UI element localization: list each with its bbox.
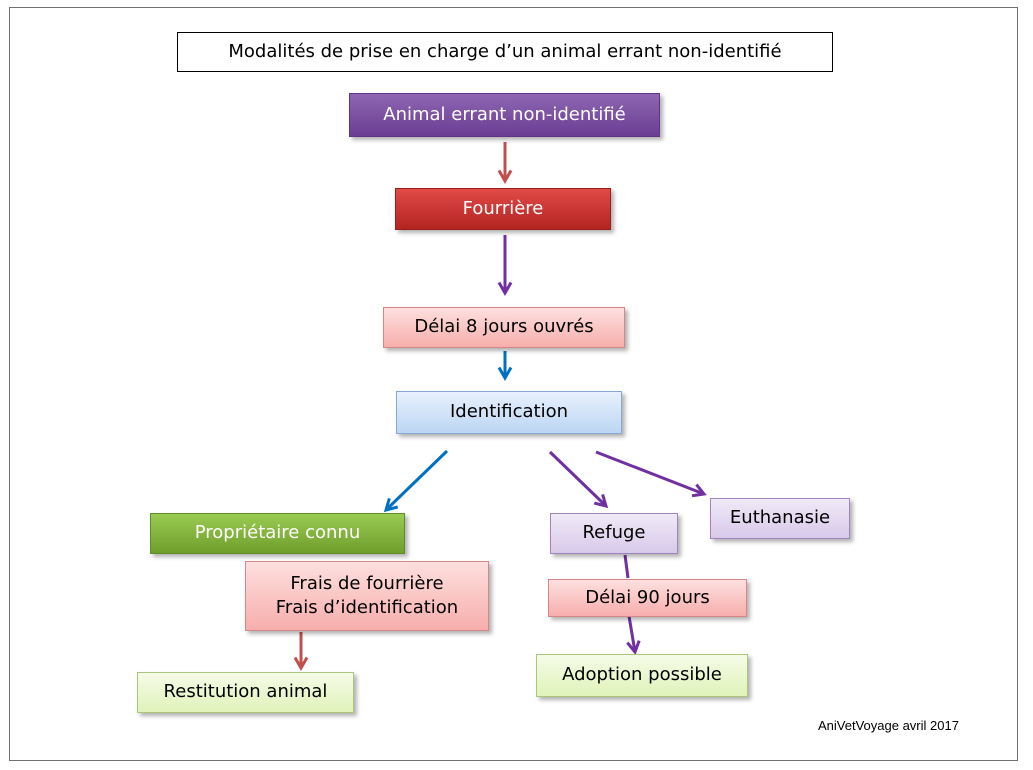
node-delai-8-jours: Délai 8 jours ouvrés xyxy=(383,307,625,348)
node-fourriere: Fourrière xyxy=(395,188,611,230)
arrow-identification-to-refuge xyxy=(548,450,609,509)
node-euthanasie-label: Euthanasie xyxy=(729,507,831,529)
node-delai-90-jours: Délai 90 jours xyxy=(548,579,747,617)
arrow-refuge-to-delai90 xyxy=(623,554,630,579)
node-animal-errant-label: Animal errant non-identifié xyxy=(383,103,626,125)
node-euthanasie: Euthanasie xyxy=(710,498,850,539)
node-refuge: Refuge xyxy=(550,513,678,554)
node-fourriere-label: Fourrière xyxy=(462,197,544,219)
node-restitution-animal: Restitution animal xyxy=(137,672,354,713)
node-identification-label: Identification xyxy=(449,401,569,423)
node-identification: Identification xyxy=(396,391,622,434)
node-refuge-label: Refuge xyxy=(582,522,646,544)
node-adoption-possible-label: Adoption possible xyxy=(562,664,722,686)
node-frais: Frais de fourrière Frais d’identificatio… xyxy=(245,561,489,631)
node-delai-90-jours-label: Délai 90 jours xyxy=(585,586,710,608)
node-proprietaire-connu-label: Propriétaire connu xyxy=(194,522,361,544)
node-proprietaire-connu: Propriétaire connu xyxy=(150,513,405,554)
arrow-identification-to-proprietaire xyxy=(383,449,449,513)
diagram-title-text: Modalités de prise en charge d’un animal… xyxy=(228,40,782,62)
arrow-identification-to-euthanasie xyxy=(595,450,707,498)
diagram-title: Modalités de prise en charge d’un animal… xyxy=(177,32,833,72)
node-frais-line2: Frais d’identification xyxy=(275,597,459,618)
credit-text: AniVetVoyage avril 2017 xyxy=(818,718,959,733)
node-restitution-animal-label: Restitution animal xyxy=(163,681,328,703)
node-adoption-possible: Adoption possible xyxy=(536,654,748,697)
node-animal-errant: Animal errant non-identifié xyxy=(349,93,660,137)
arrow-delai90-to-adoption xyxy=(626,615,641,655)
node-frais-line1: Frais de fourrière xyxy=(290,572,444,594)
node-delai-8-jours-label: Délai 8 jours ouvrés xyxy=(414,316,594,338)
slide-frame xyxy=(9,7,1018,761)
